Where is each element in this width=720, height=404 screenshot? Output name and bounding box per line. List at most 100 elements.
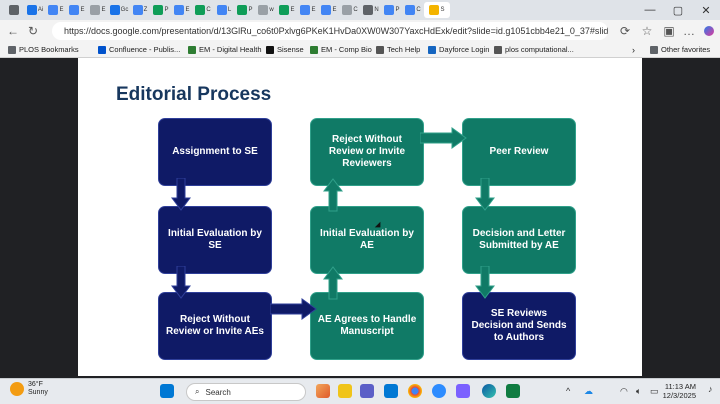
copilot-icon[interactable]: [700, 22, 718, 40]
page-icon: [258, 5, 269, 15]
tab-label: N: [374, 7, 379, 13]
wifi-icon[interactable]: ◠: [620, 386, 628, 396]
bookmark-7[interactable]: plos computational...: [494, 45, 574, 54]
volume-icon[interactable]: 🔈︎: [636, 386, 642, 396]
box-reject-or-invite-aes: Reject Without Review or Invite AEs: [158, 292, 272, 360]
doc-icon: [90, 5, 101, 15]
sun-icon: [10, 382, 24, 397]
box-initial-evaluation-ae: Initial Evaluation by AE: [310, 206, 424, 274]
search-icon: ⌕: [195, 387, 200, 396]
weather-desc: Sunny: [28, 389, 48, 397]
battery-icon[interactable]: ▭: [650, 386, 659, 396]
zoom-icon[interactable]: [432, 384, 446, 398]
tab-label: w: [269, 7, 274, 13]
em-icon: [310, 45, 318, 54]
minimize-icon[interactable]: —: [644, 4, 656, 16]
other-favorites[interactable]: Other favorites: [650, 45, 710, 54]
tab-11[interactable]: P: [235, 2, 255, 18]
bookmark-1[interactable]: Confluence - Publis...: [98, 45, 180, 54]
bookmark-label: Sisense: [277, 45, 304, 54]
maximize-icon[interactable]: ▢: [672, 4, 684, 17]
bookmark-3[interactable]: Sisense: [266, 45, 304, 54]
chevron-right-icon[interactable]: ›: [632, 45, 635, 55]
tab-19[interactable]: C: [403, 2, 423, 18]
doc-icon: [132, 5, 143, 15]
tab-17[interactable]: N: [361, 2, 381, 18]
folder-icon: [650, 45, 658, 54]
taskbar: 36°F Sunny ⌕ Search ^ ☁ ◠ 🔈︎ ▭ 11:13 AM …: [0, 378, 720, 404]
box-decision-and-letter: Decision and Letter Submitted by AE: [462, 206, 576, 274]
tab-0[interactable]: [4, 2, 24, 18]
bookmark-2[interactable]: EM - Digital Health: [188, 45, 262, 54]
box-initial-evaluation-se: Initial Evaluation by SE: [158, 206, 272, 274]
refresh-icon[interactable]: ↻: [27, 24, 39, 38]
box-assignment-to-se: Assignment to SE: [158, 118, 272, 186]
app-icon-2[interactable]: [456, 384, 470, 398]
tab-10[interactable]: L: [214, 2, 234, 18]
bookmark-0[interactable]: PLOS Bookmarks: [8, 45, 79, 54]
back-icon[interactable]: ←: [7, 24, 19, 38]
clock-time: 11:13 AM: [664, 382, 696, 391]
tab-6[interactable]: Z: [130, 2, 150, 18]
tab-label: Z: [143, 7, 148, 13]
bookmark-label: Confluence - Publis...: [109, 45, 181, 54]
url-input[interactable]: https://docs.google.com/presentation/d/1…: [52, 22, 608, 40]
tab-8[interactable]: E: [172, 2, 192, 18]
app-icon-1[interactable]: [316, 384, 330, 398]
tab-7[interactable]: P: [151, 2, 171, 18]
slides-icon: [429, 5, 440, 15]
weather-widget[interactable]: 36°F Sunny: [10, 381, 48, 398]
bookmark-6[interactable]: Dayforce Login: [428, 45, 489, 54]
tab-18[interactable]: P: [382, 2, 402, 18]
slide-title: Editorial Process: [116, 84, 272, 105]
chrome-icon[interactable]: [408, 384, 422, 398]
extensions-icon[interactable]: ⟳: [619, 24, 631, 38]
bookmark-4[interactable]: EM - Comp Bio: [310, 45, 372, 54]
edge-icon[interactable]: [482, 384, 496, 398]
bookmark-label: Tech Help: [387, 45, 421, 54]
chevron-up-icon[interactable]: ^: [566, 386, 571, 396]
favorites-icon[interactable]: ☆: [641, 24, 653, 38]
file-explorer-icon[interactable]: [338, 384, 352, 398]
tab-14[interactable]: E: [298, 2, 318, 18]
outlook-icon[interactable]: [384, 384, 398, 398]
tab-13[interactable]: E: [277, 2, 297, 18]
clock[interactable]: 11:13 AM 12/3/2025: [663, 382, 696, 401]
taskbar-search[interactable]: ⌕ Search: [186, 383, 306, 401]
bookmark-label: Dayforce Login: [439, 45, 490, 54]
arrow-down-3: [475, 178, 495, 211]
sheet-icon: [279, 5, 290, 15]
tab-3[interactable]: E: [67, 2, 87, 18]
tab-label: E: [59, 7, 64, 13]
em-icon: [188, 45, 196, 54]
bookmark-label: EM - Digital Health: [199, 45, 262, 54]
taskbar-search-placeholder: Search: [205, 387, 231, 397]
tab-1[interactable]: Ai: [25, 2, 45, 18]
tab-5[interactable]: Gc: [109, 2, 129, 18]
bookmark-5[interactable]: Tech Help: [376, 45, 420, 54]
collections-icon[interactable]: ▣: [663, 24, 675, 38]
tab-label: C: [416, 7, 421, 13]
doc-icon: [216, 5, 227, 15]
tab-9[interactable]: C: [193, 2, 213, 18]
menu-icon[interactable]: …: [683, 24, 695, 38]
tab-16[interactable]: C: [340, 2, 360, 18]
tab-4[interactable]: E: [88, 2, 108, 18]
tab-12[interactable]: w: [256, 2, 276, 18]
notification-bell-icon[interactable]: ♪: [708, 384, 713, 394]
tab-15[interactable]: E: [319, 2, 339, 18]
excel-icon[interactable]: [506, 384, 520, 398]
close-window-icon[interactable]: ✕: [701, 4, 711, 17]
weather-temp: 36°F: [28, 381, 43, 388]
folder-icon: [8, 45, 16, 54]
teams-icon[interactable]: [360, 384, 374, 398]
tab-20[interactable]: S: [424, 2, 450, 18]
sheet-icon: [195, 5, 206, 15]
onedrive-icon[interactable]: ☁: [584, 386, 593, 396]
arrow-down-1: [171, 178, 191, 211]
tab-2[interactable]: E: [46, 2, 66, 18]
address-toolbar: ← ↻ https://docs.google.com/presentation…: [0, 20, 720, 42]
tab-label: E: [290, 7, 295, 13]
tab-label: S: [440, 7, 445, 13]
windows-start-icon[interactable]: [160, 384, 174, 398]
